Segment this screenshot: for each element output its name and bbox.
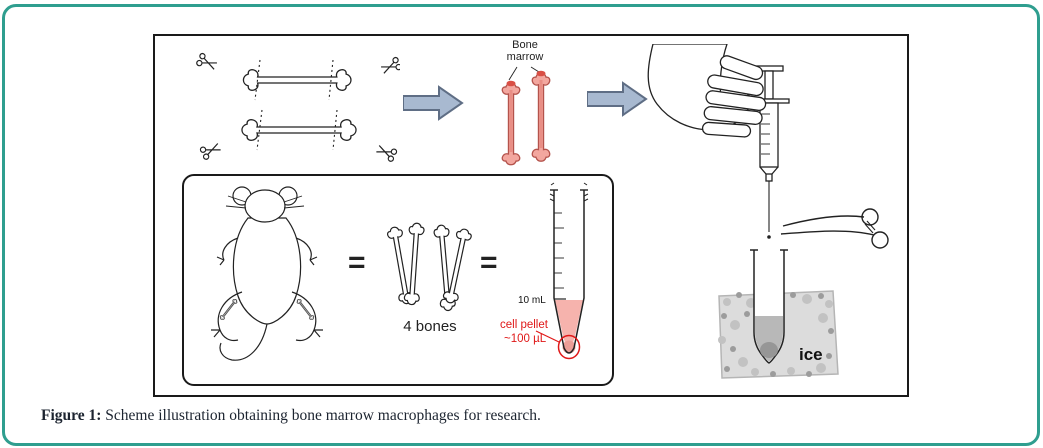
cell-pellet-volume-label: ~100 µL: [504, 333, 547, 345]
finger: [707, 74, 764, 97]
syringe: [748, 65, 790, 239]
droplet: [767, 235, 771, 239]
equals-sign: =: [480, 246, 498, 279]
cap-threads: [549, 182, 589, 202]
graduation-ticks: [554, 212, 564, 289]
leg-bone: [295, 298, 315, 321]
label-pointer-lines: [508, 66, 540, 81]
mouse-forelimb: [295, 237, 318, 266]
figure-panel: Bone marrow: [2, 4, 1040, 446]
mouse-tail: [219, 323, 268, 361]
marrow-cut-surface: [536, 70, 546, 77]
cell-pellet-label: cell pellet: [500, 319, 549, 331]
collection-tube: [750, 249, 788, 364]
equals-sign: =: [348, 246, 366, 279]
centrifuge-tube-illustration: 10 mL cell pellet ~100 µL: [500, 182, 589, 360]
forceps: [780, 208, 889, 249]
tube-liquid: [555, 300, 583, 353]
leg-bone: [219, 298, 239, 321]
arrow-right-icon: [403, 85, 464, 121]
bone-marrow-label-line2: marrow: [506, 51, 544, 64]
figure-caption-label: Figure 1:: [41, 407, 102, 424]
thumb: [719, 55, 764, 81]
arrow-right-icon: [587, 81, 648, 117]
finger: [703, 105, 763, 125]
flushing-illustration: ice: [647, 44, 889, 379]
scissors-icon: [199, 140, 223, 161]
bone-cutting-illustration: [195, 52, 400, 163]
bone-marrow-bones-illustration: [501, 66, 551, 166]
mouse-illustration: [211, 186, 323, 361]
mouse-hindlimb: [291, 291, 323, 342]
scissors-icon: [379, 56, 400, 77]
finger: [705, 90, 767, 112]
bone-shape: [242, 68, 352, 92]
cut-lines: [254, 59, 338, 151]
four-bones-illustration: [386, 222, 473, 312]
hand: [647, 44, 767, 138]
ice-label: ice: [799, 345, 823, 364]
figure-box: Bone marrow: [153, 34, 909, 397]
equivalence-box: = 4 bones =: [182, 174, 614, 386]
figure-caption: Figure 1: Scheme illustration obtaining …: [41, 407, 541, 425]
mouse-forelimb: [216, 237, 239, 266]
mouse-head: [244, 189, 286, 223]
marrow-cut-surface: [506, 80, 516, 87]
pellet-highlight-circle: [557, 334, 581, 360]
mouse-body: [232, 217, 302, 325]
four-bones-label: 4 bones: [403, 318, 457, 335]
whiskers: [225, 195, 305, 209]
tube-volume-label: 10 mL: [518, 295, 546, 306]
scissors-icon: [374, 142, 398, 163]
figure-caption-text: Scheme illustration obtaining bone marro…: [101, 407, 541, 424]
bone-marrow-label-line1: Bone: [512, 39, 538, 51]
pellet-pointer-line: [535, 330, 560, 343]
scissors-icon: [195, 52, 219, 73]
mouse-hindlimb: [211, 291, 243, 342]
finger: [701, 121, 752, 138]
bone-marrow-label: Bone marrow: [475, 39, 575, 63]
